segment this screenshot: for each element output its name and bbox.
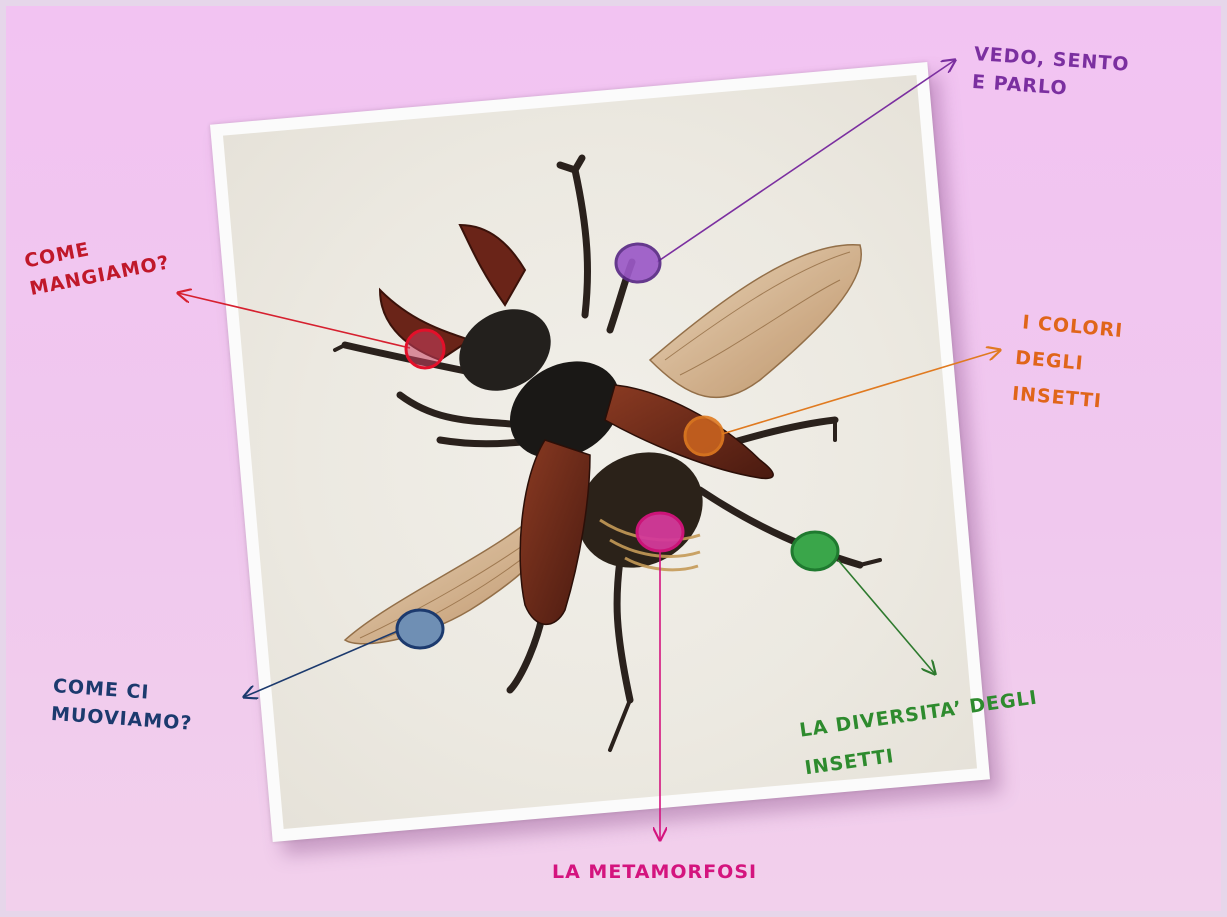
label-metamorfosi-line1: LA METAMORFOSI xyxy=(552,858,757,886)
label-colori-insetti: I COLORI DEGLI INSETTI xyxy=(1011,304,1125,421)
marker-green[interactable] xyxy=(792,532,838,570)
left-mandible xyxy=(460,225,525,305)
vedo-connector xyxy=(657,60,955,262)
marker-orange[interactable] xyxy=(685,417,723,455)
beetle-illustration xyxy=(335,158,880,750)
label-come-ci-muoviamo: COME CI MUOVIAMO? xyxy=(50,672,195,738)
marker-magenta[interactable] xyxy=(637,513,683,551)
left-elytron xyxy=(520,440,590,624)
marker-red[interactable] xyxy=(406,330,444,368)
marker-purple[interactable] xyxy=(616,244,660,282)
label-vedo-sento-parlo: VEDO, SENTO E PARLO xyxy=(971,40,1130,107)
label-metamorfosi: LA METAMORFOSI xyxy=(552,858,757,886)
muoviamo-connector xyxy=(244,630,400,697)
mangiamo-connector xyxy=(178,293,410,348)
diversita-connector xyxy=(838,560,935,674)
marker-blue[interactable] xyxy=(397,610,443,648)
